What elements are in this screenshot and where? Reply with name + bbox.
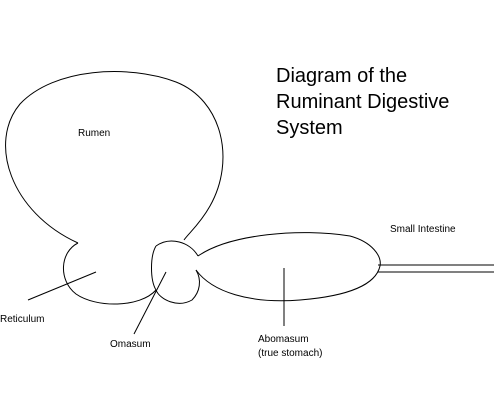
rumen-outline [5,71,224,244]
abomasum-outline [195,232,381,302]
reticulum-label: Reticulum [0,314,44,325]
abomasum-label: Abomasum [258,334,309,345]
omasum-leader-line [133,271,167,335]
small-intestine-label: Small Intestine [390,224,456,235]
reticulum-leader-line [27,271,97,301]
omasum-outline [155,269,200,304]
diagram-title-line-3: System [276,117,343,139]
diagram-title-line-1: Diagram of the [276,65,407,87]
omasum-label: Omasum [110,339,151,350]
abomasum-sublabel: (true stomach) [258,348,322,359]
omasum-upper-lobe [155,240,199,257]
omasum-divider [151,245,157,291]
diagram-title-line-2: Ruminant Digestive [276,91,449,113]
reticulum-outline [63,242,157,305]
rumen-label: Rumen [78,128,110,139]
